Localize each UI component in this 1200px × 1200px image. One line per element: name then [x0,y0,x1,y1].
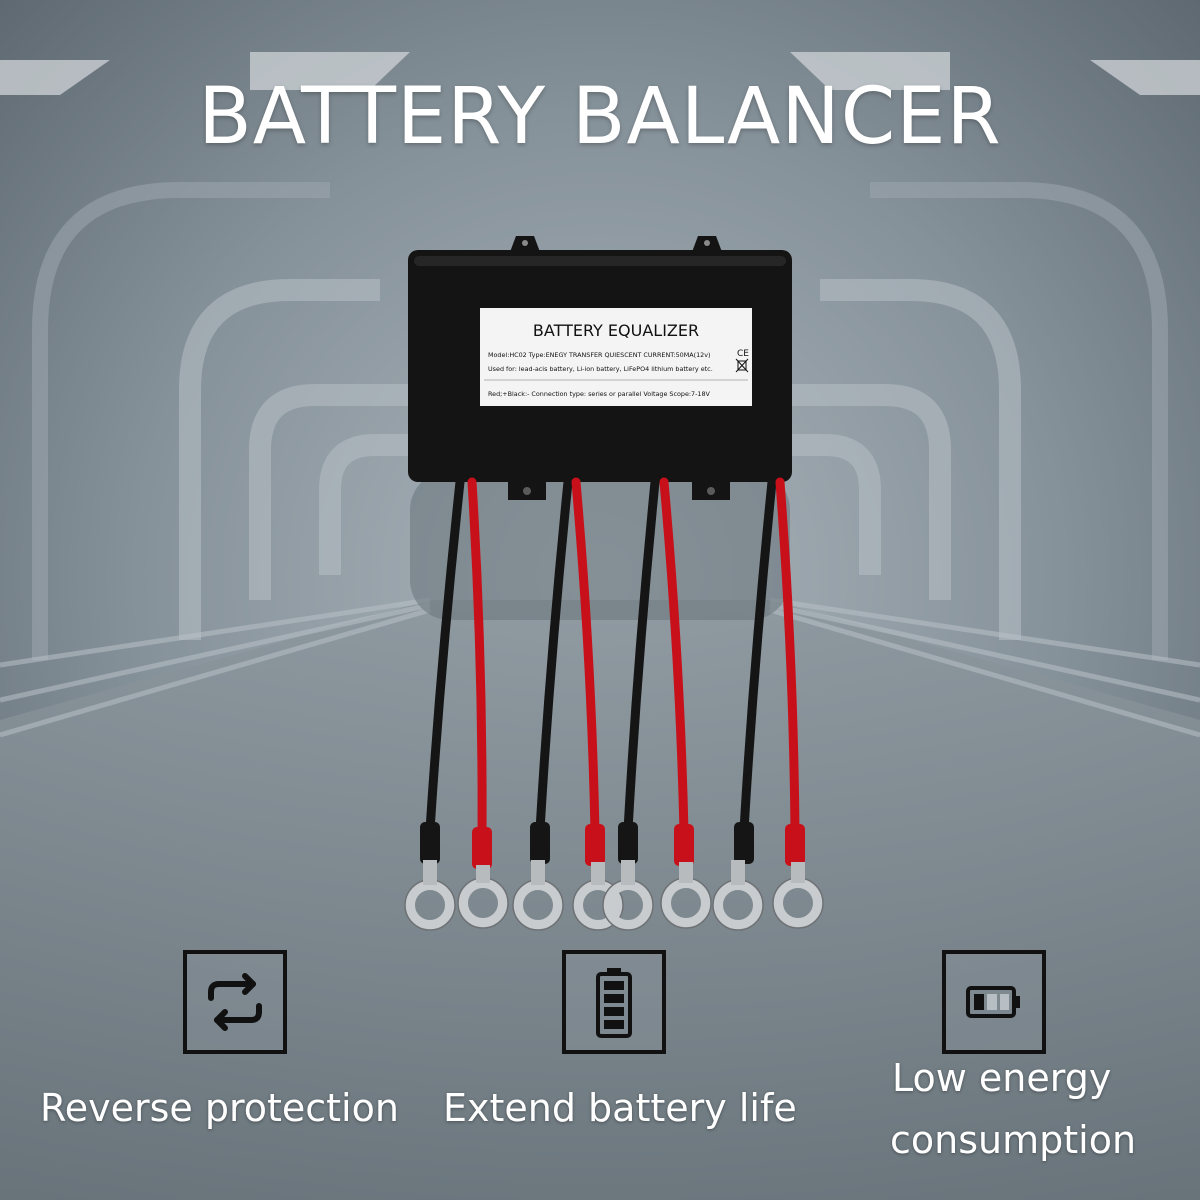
battery-low-icon [966,986,1020,1018]
black-wire-5 [602,477,660,931]
swap-arrows-icon [208,973,262,1031]
feature-icon-box [183,950,287,1054]
battery-full-icon [596,968,632,1038]
terminal-neck [423,860,437,885]
ring-terminal [773,878,823,928]
ring-terminal [513,880,563,930]
black-wire-1 [404,477,465,931]
device-label-mark: CE [737,349,749,359]
terminal-neck [531,860,545,885]
tunnel-arches-outer [32,182,1168,660]
floor-stripes [0,597,1200,738]
device-label-line2: Used for: lead-acis battery, Li-ion batt… [488,365,713,373]
feature-icon-box [942,950,1046,1054]
ring-terminal [458,878,508,928]
crimp-sleeve [785,824,805,866]
feature-label-line1: Low energy [892,1056,1112,1100]
tunnel-arches [179,279,1021,640]
red-wire-8 [772,477,824,929]
weee-mark-icon [735,358,749,373]
crimp-sleeve [472,827,492,869]
crimp-sleeve [618,822,638,864]
ring-terminal [661,878,711,928]
red-wire-6 [659,477,712,929]
terminal-neck [679,862,693,883]
crimp-sleeve [530,822,550,864]
terminal-neck [621,860,635,885]
crimp-sleeve [420,822,440,864]
terminal-neck [476,865,490,883]
red-wire-4 [571,477,624,931]
ring-terminal [405,880,455,930]
ring-terminal [713,880,763,930]
feature-icon-box [562,950,666,1054]
feature-label: Extend battery life [443,1086,797,1130]
terminal-neck [791,862,805,883]
ceiling-lights [0,52,1200,95]
red-wire-2 [457,477,509,929]
black-wire-7 [712,477,777,931]
device-label [480,308,752,406]
feature-label: Reverse protection [40,1086,399,1130]
black-wire-3 [512,477,573,931]
device-label-line1: Model:HC02 Type:ENEGY TRANSFER QUIESCENT… [488,351,711,359]
headline: BATTERY BALANCER [198,72,1002,162]
device-label-title: BATTERY EQUALIZER [533,321,699,340]
crimp-sleeve [734,822,754,864]
crimp-sleeve [585,824,605,866]
device-label-line3: Red;+Black:- Connection type: series or … [488,390,711,398]
crimp-sleeve [674,824,694,866]
terminal-neck [731,860,745,885]
terminal-neck [591,862,605,885]
feature-label-line2: consumption [890,1118,1137,1162]
